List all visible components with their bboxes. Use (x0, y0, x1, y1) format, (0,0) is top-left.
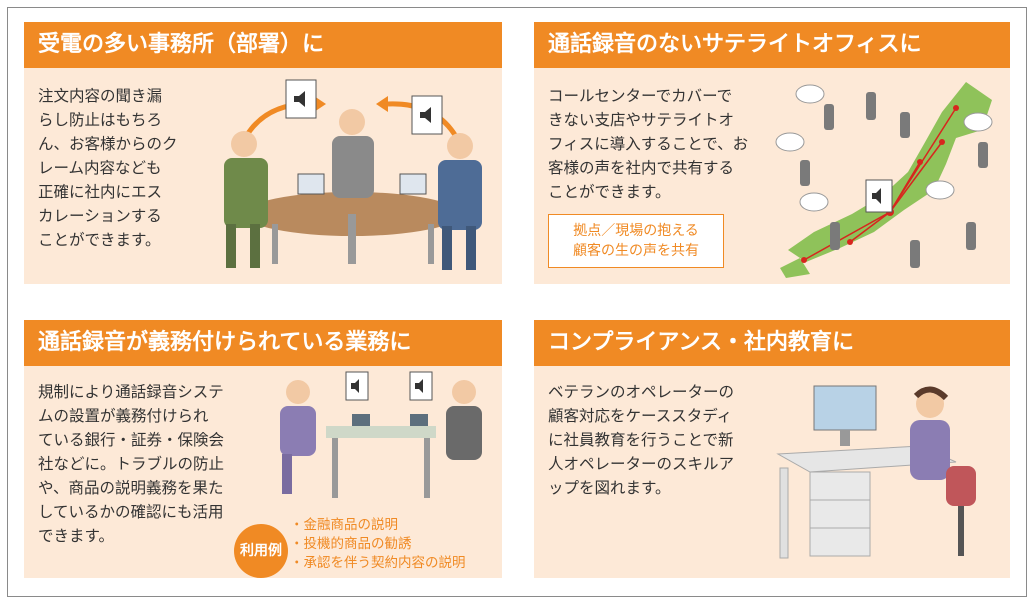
callout-share-voice: 拠点／現場の抱える 顧客の生の声を共有 (548, 214, 724, 268)
audio-file-icon (411, 95, 443, 135)
audio-file-icon (345, 371, 369, 401)
panel-satellite-office: 通話録音のないサテライトオフィスに コールセンターでカバーで きない支店やサテラ… (534, 22, 1010, 284)
audio-file-icon (285, 79, 317, 119)
panel-description: 注文内容の聞き漏 らし防止はもちろ ん、お客様からのク レーム内容なども 正確に… (38, 87, 178, 249)
list-item: 承認を伴う契約内容の説明 (290, 554, 466, 573)
panel-description: 規制により通話録音システ ムの設置が義務付けられ ている銀行・証券・保険会 社な… (38, 383, 225, 545)
bank-counter-illustration (280, 371, 482, 498)
audio-file-icon (865, 179, 893, 213)
panel-description: コールセンターでカバーで きない支店やサテライトオ フィスに導入することで、お … (548, 87, 749, 201)
panel-title: コンプライアンス・社内教育に (534, 320, 1010, 366)
panel-title: 通話録音が義務付けられている業務に (24, 320, 502, 366)
usage-example-list: 金融商品の説明 投機的商品の勧誘 承認を伴う契約内容の説明 (290, 516, 466, 573)
japan-map-illustration (775, 82, 993, 278)
usage-example-badge: 利用例 (234, 524, 288, 578)
panel-title: 通話録音のないサテライトオフィスに (534, 22, 1010, 68)
list-item: 投機的商品の勧誘 (290, 535, 466, 554)
outer-frame (7, 7, 1027, 597)
meeting-illustration (224, 79, 482, 270)
panel-compliance-training: コンプライアンス・社内教育に ベテランのオペレーターの 顧客対応をケーススタディ… (534, 320, 1010, 578)
panel-description: ベテランのオペレーターの 顧客対応をケーススタディ に社員教育を行うことで新 人… (548, 383, 735, 497)
audio-file-icon (409, 371, 433, 401)
operator-desk-illustration (776, 385, 976, 559)
panel-mandatory-recording: 通話録音が義務付けられている業務に 規制により通話録音システ ムの設置が義務付け… (24, 320, 502, 578)
list-item: 金融商品の説明 (290, 516, 466, 535)
panel-title: 受電の多い事務所（部署）に (24, 22, 502, 68)
panel-call-heavy-office: 受電の多い事務所（部署）に 注文内容の聞き漏 らし防止はもちろ ん、お客様からの… (24, 22, 502, 284)
